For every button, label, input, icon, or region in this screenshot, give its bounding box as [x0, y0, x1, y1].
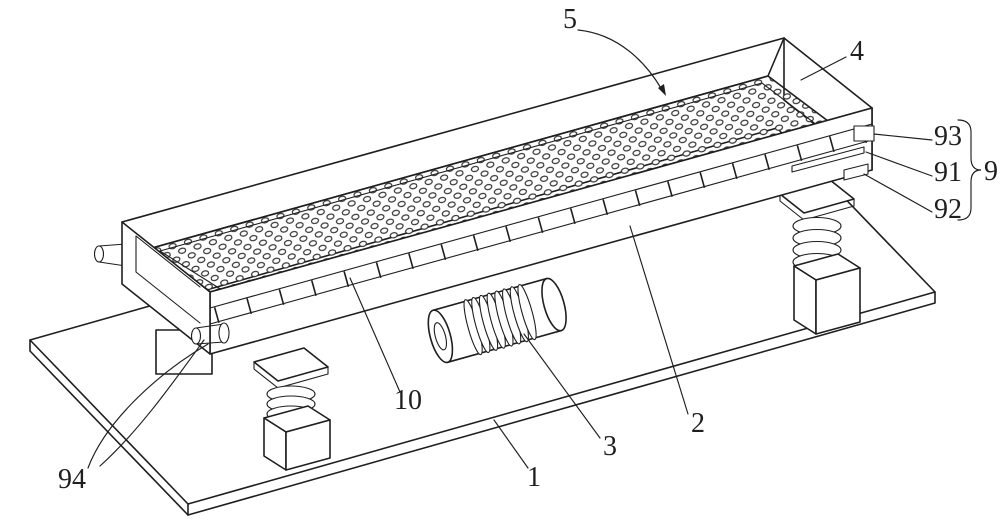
- label-4: 4: [850, 36, 864, 67]
- segmented-rail: [209, 123, 873, 325]
- fitting-top-block: [853, 125, 875, 142]
- leader-lines: [87, 29, 982, 469]
- label-9: 9: [984, 156, 998, 187]
- label-3: 3: [603, 431, 617, 462]
- arrowhead-5: [658, 84, 666, 96]
- end-fittings: [791, 125, 875, 181]
- leader-line-94b: [87, 343, 209, 469]
- leader-line-91: [865, 151, 933, 177]
- brace-9: [957, 119, 982, 221]
- leader-line-94a: [99, 339, 205, 467]
- left-spring-assembly: [253, 347, 331, 471]
- shaft-collar: [218, 322, 230, 344]
- label-93: 93: [934, 121, 962, 152]
- label-91: 91: [934, 157, 962, 188]
- leader-line-2: [629, 225, 689, 415]
- leader-line-10: [349, 277, 401, 393]
- left-end-channel: [121, 221, 211, 355]
- motor-end-cap: [427, 309, 454, 364]
- leader-line-92: [863, 173, 933, 213]
- front-shaft-end: [190, 322, 230, 345]
- fitting-lower-plate: [843, 163, 869, 181]
- leader-line-93: [873, 133, 933, 141]
- trough-body: [121, 37, 873, 355]
- leader-line-3: [523, 333, 601, 439]
- leader-line-1: [493, 419, 529, 469]
- leader-line-4: [800, 56, 847, 81]
- reference-labels: 5 4 93 91 9 92 2 10 3 1 94: [58, 4, 998, 495]
- fitting-rod: [791, 146, 865, 173]
- label-10: 10: [394, 385, 422, 416]
- label-5: 5: [563, 4, 577, 35]
- label-2: 2: [691, 408, 705, 439]
- motor: [427, 277, 567, 364]
- leader-line-5: [577, 29, 663, 91]
- label-94: 94: [58, 464, 86, 495]
- label-1: 1: [527, 462, 541, 493]
- label-92: 92: [934, 194, 962, 225]
